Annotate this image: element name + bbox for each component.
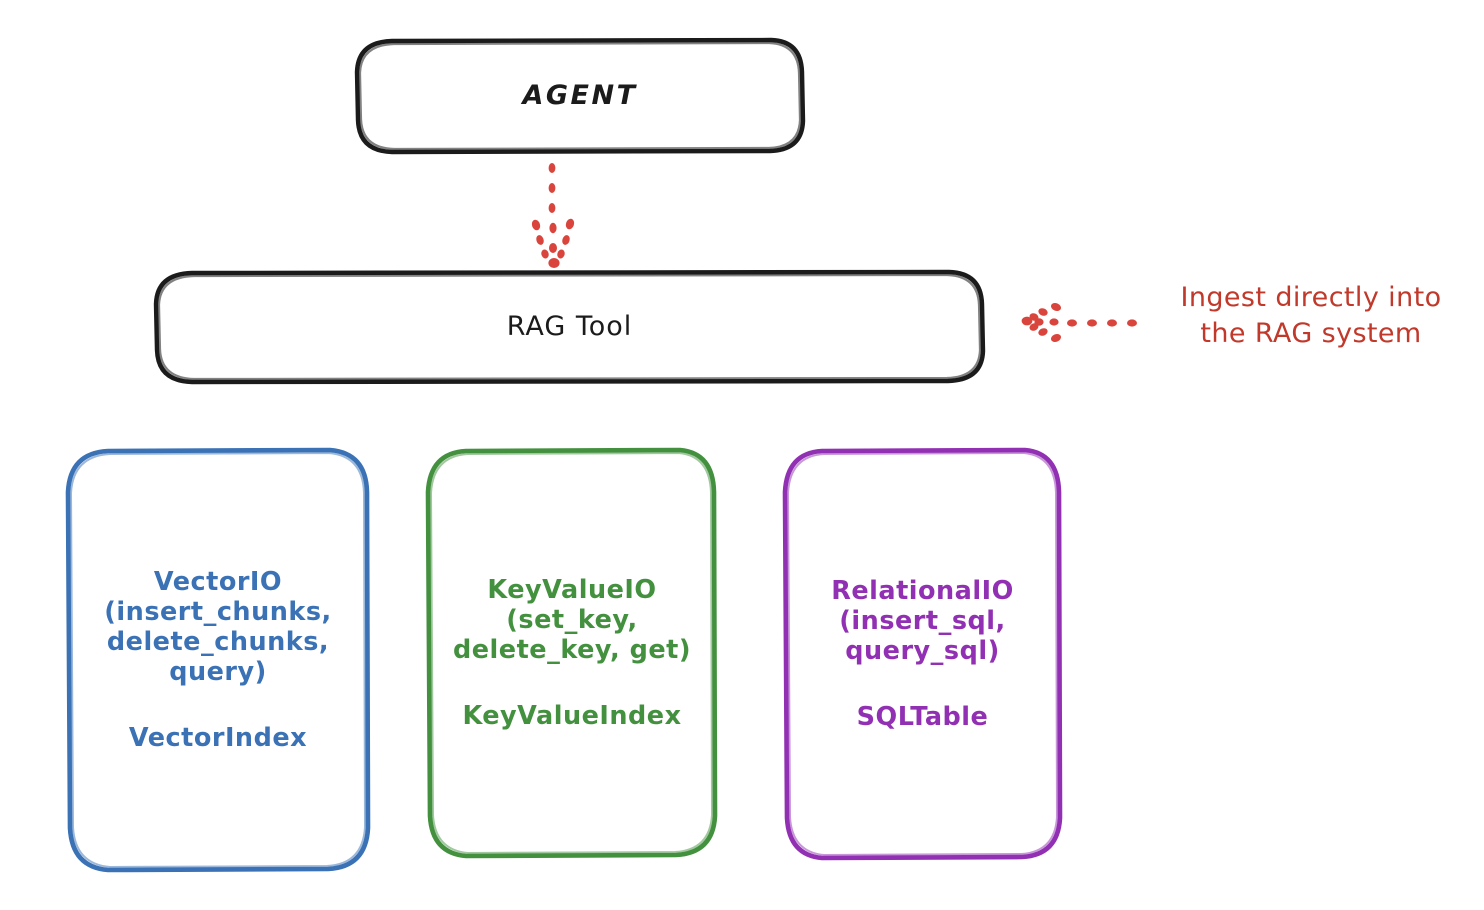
key-value-io-box[interactable]	[425, 447, 718, 859]
agent-to-ragtool-arrow	[531, 163, 575, 268]
ingest-to-ragtool-arrow	[1021, 302, 1137, 343]
relational-io-box[interactable]	[782, 447, 1063, 861]
agent-box[interactable]	[354, 37, 806, 155]
vector-io-box[interactable]	[65, 447, 371, 873]
rag-tool-box[interactable]	[153, 269, 986, 385]
